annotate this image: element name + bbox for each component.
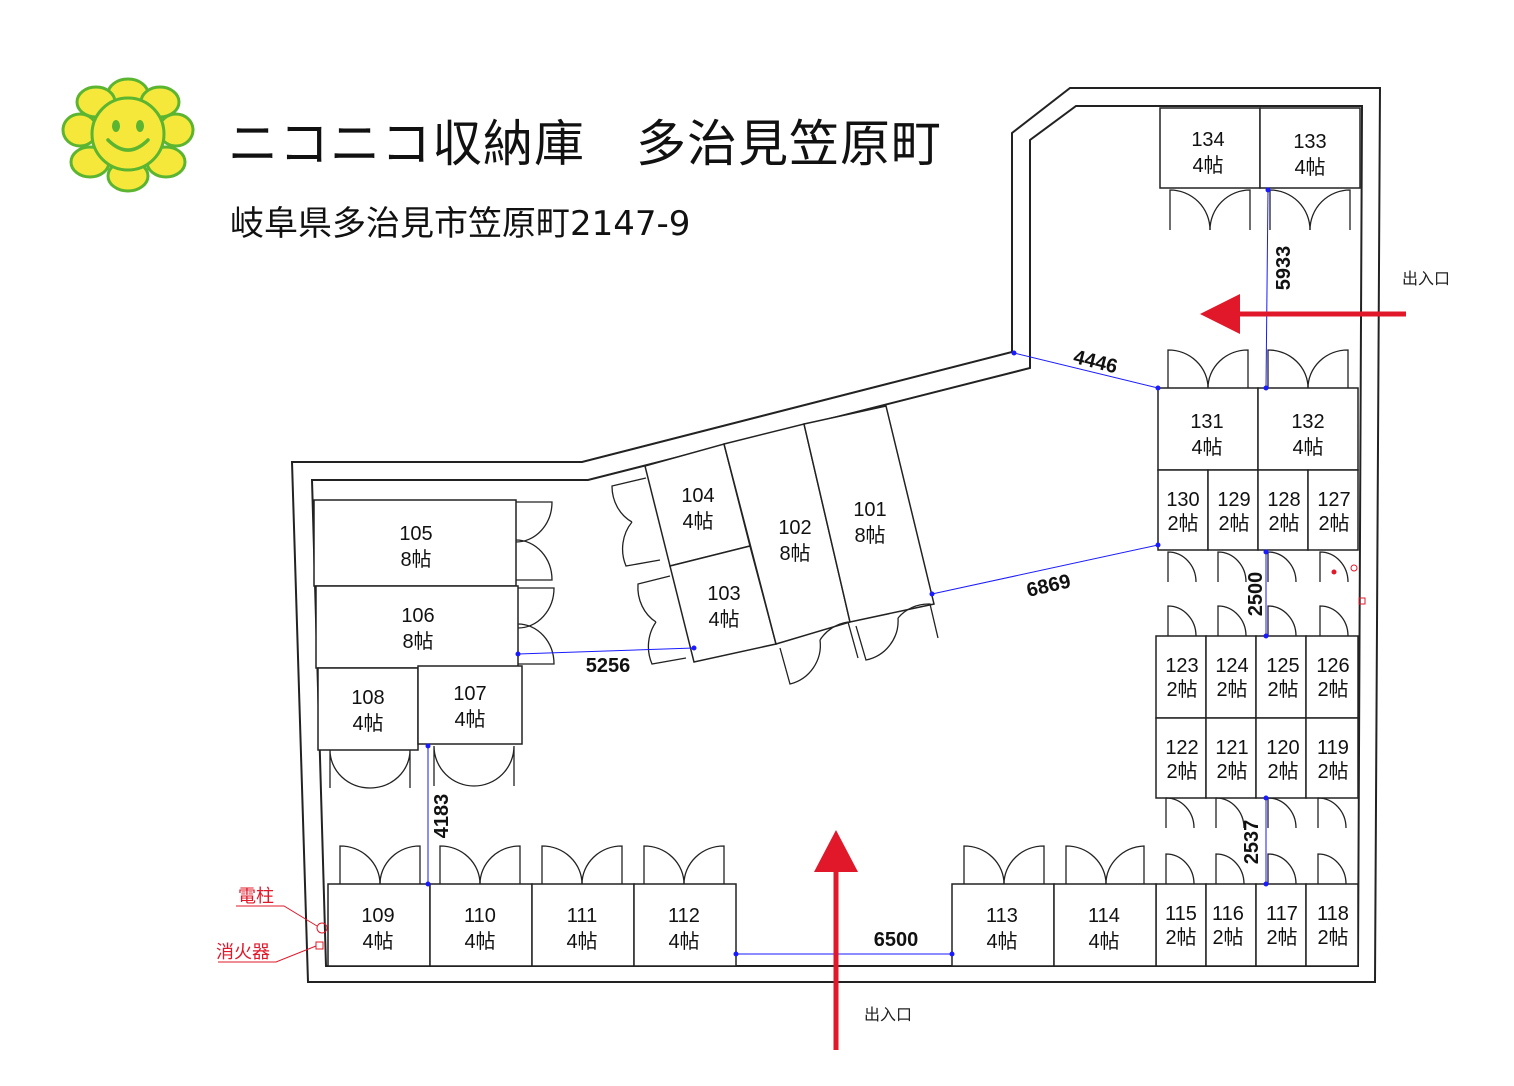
utility-pole-label: 電柱	[238, 886, 274, 906]
unit-number: 116	[1212, 903, 1244, 925]
dimension-label: 6500	[874, 929, 919, 951]
dimension-label: 5256	[586, 655, 631, 677]
unit-size: 2帖	[1166, 760, 1197, 783]
unit-number: 123	[1165, 655, 1198, 677]
unit-size: 2帖	[1317, 760, 1348, 783]
unit-size: 4帖	[464, 930, 495, 953]
smiley-flower-logo	[61, 77, 195, 193]
unit-size: 2帖	[1267, 678, 1298, 701]
fire-extinguisher-label: 消火器	[216, 942, 270, 962]
unit-number: 109	[361, 905, 394, 927]
unit-size: 4帖	[566, 930, 597, 953]
unit-size: 4帖	[1294, 156, 1325, 179]
unit-size: 4帖	[1292, 436, 1323, 459]
unit-size: 2帖	[1166, 678, 1197, 701]
door-swings	[329, 189, 1351, 885]
marker-symbols	[1331, 564, 1366, 605]
unit-number: 126	[1316, 655, 1349, 677]
unit-number: 120	[1266, 737, 1299, 759]
entrance-label: 出入口	[1402, 270, 1450, 288]
dimension-label: 2500	[1245, 572, 1267, 617]
page-title: ニコニコ収納庫 多治見笠原町	[228, 115, 942, 173]
unit-number: 133	[1293, 131, 1326, 153]
unit-size: 4帖	[708, 608, 739, 631]
unit-number: 115	[1165, 903, 1197, 925]
entrance-arrow	[814, 830, 858, 1050]
dimension-label: 4446	[1071, 346, 1120, 378]
unit-size: 8帖	[854, 524, 885, 547]
unit-number: 131	[1190, 411, 1223, 433]
entrance-label: 出入口	[864, 1006, 912, 1024]
unit-number: 129	[1217, 489, 1250, 511]
unit-size: 4帖	[454, 708, 485, 731]
unit-number: 118	[1317, 903, 1349, 925]
unit-size: 2帖	[1167, 512, 1198, 535]
unit-size: 4帖	[362, 930, 393, 953]
unit-number: 111	[567, 905, 597, 927]
dimension-label: 5933	[1273, 246, 1295, 291]
unit-number: 127	[1317, 489, 1350, 511]
unit-size: 8帖	[779, 542, 810, 565]
unit-number: 112	[668, 905, 700, 927]
unit-size: 2帖	[1317, 678, 1348, 701]
unit-number: 128	[1267, 489, 1300, 511]
unit-number: 130	[1166, 489, 1199, 511]
unit-size: 2帖	[1266, 926, 1297, 949]
fire-extinguisher-icon	[218, 941, 324, 963]
unit-size: 4帖	[1191, 436, 1222, 459]
unit-boxes	[313, 107, 1361, 967]
unit-number: 107	[453, 683, 486, 705]
unit-number: 122	[1165, 737, 1198, 759]
unit-number: 108	[351, 687, 384, 709]
unit-number: 103	[707, 583, 740, 605]
unit-size: 8帖	[402, 630, 433, 653]
unit-size: 2帖	[1267, 760, 1298, 783]
utility-pole-icon	[236, 905, 328, 934]
unit-number: 134	[1191, 129, 1224, 151]
unit-number: 101	[853, 499, 886, 521]
unit-size: 2帖	[1216, 678, 1247, 701]
entrance-arrow	[1200, 294, 1406, 334]
unit-number: 121	[1215, 737, 1248, 759]
dimension-label: 6869	[1024, 570, 1072, 601]
unit-number: 105	[399, 523, 432, 545]
unit-number: 125	[1266, 655, 1299, 677]
unit-size: 2帖	[1318, 512, 1349, 535]
unit-size: 4帖	[1192, 154, 1223, 177]
unit-number: 119	[1317, 737, 1349, 759]
unit-size: 4帖	[986, 930, 1017, 953]
unit-number: 124	[1215, 655, 1248, 677]
unit-size: 2帖	[1268, 512, 1299, 535]
unit-number: 102	[778, 517, 811, 539]
unit-size: 2帖	[1317, 926, 1348, 949]
unit-size: 4帖	[682, 510, 713, 533]
unit-size: 2帖	[1218, 512, 1249, 535]
unit-size: 4帖	[668, 930, 699, 953]
dimension-label: 4183	[431, 794, 453, 839]
unit-size: 4帖	[1088, 930, 1119, 953]
unit-number: 104	[681, 485, 714, 507]
unit-size: 2帖	[1216, 760, 1247, 783]
unit-size: 2帖	[1212, 926, 1243, 949]
unit-number: 110	[464, 905, 496, 927]
unit-number: 114	[1088, 905, 1120, 927]
dimension-lines	[425, 187, 1271, 957]
unit-number: 106	[401, 605, 434, 627]
unit-size: 8帖	[400, 548, 431, 571]
address-text: 岐阜県多治見市笠原町2147-9	[230, 204, 691, 244]
dimension-label: 2537	[1241, 820, 1263, 865]
unit-number: 117	[1266, 903, 1298, 925]
unit-size: 2帖	[1165, 926, 1196, 949]
unit-size: 4帖	[352, 712, 383, 735]
unit-number: 113	[986, 905, 1018, 927]
unit-number: 132	[1291, 411, 1324, 433]
